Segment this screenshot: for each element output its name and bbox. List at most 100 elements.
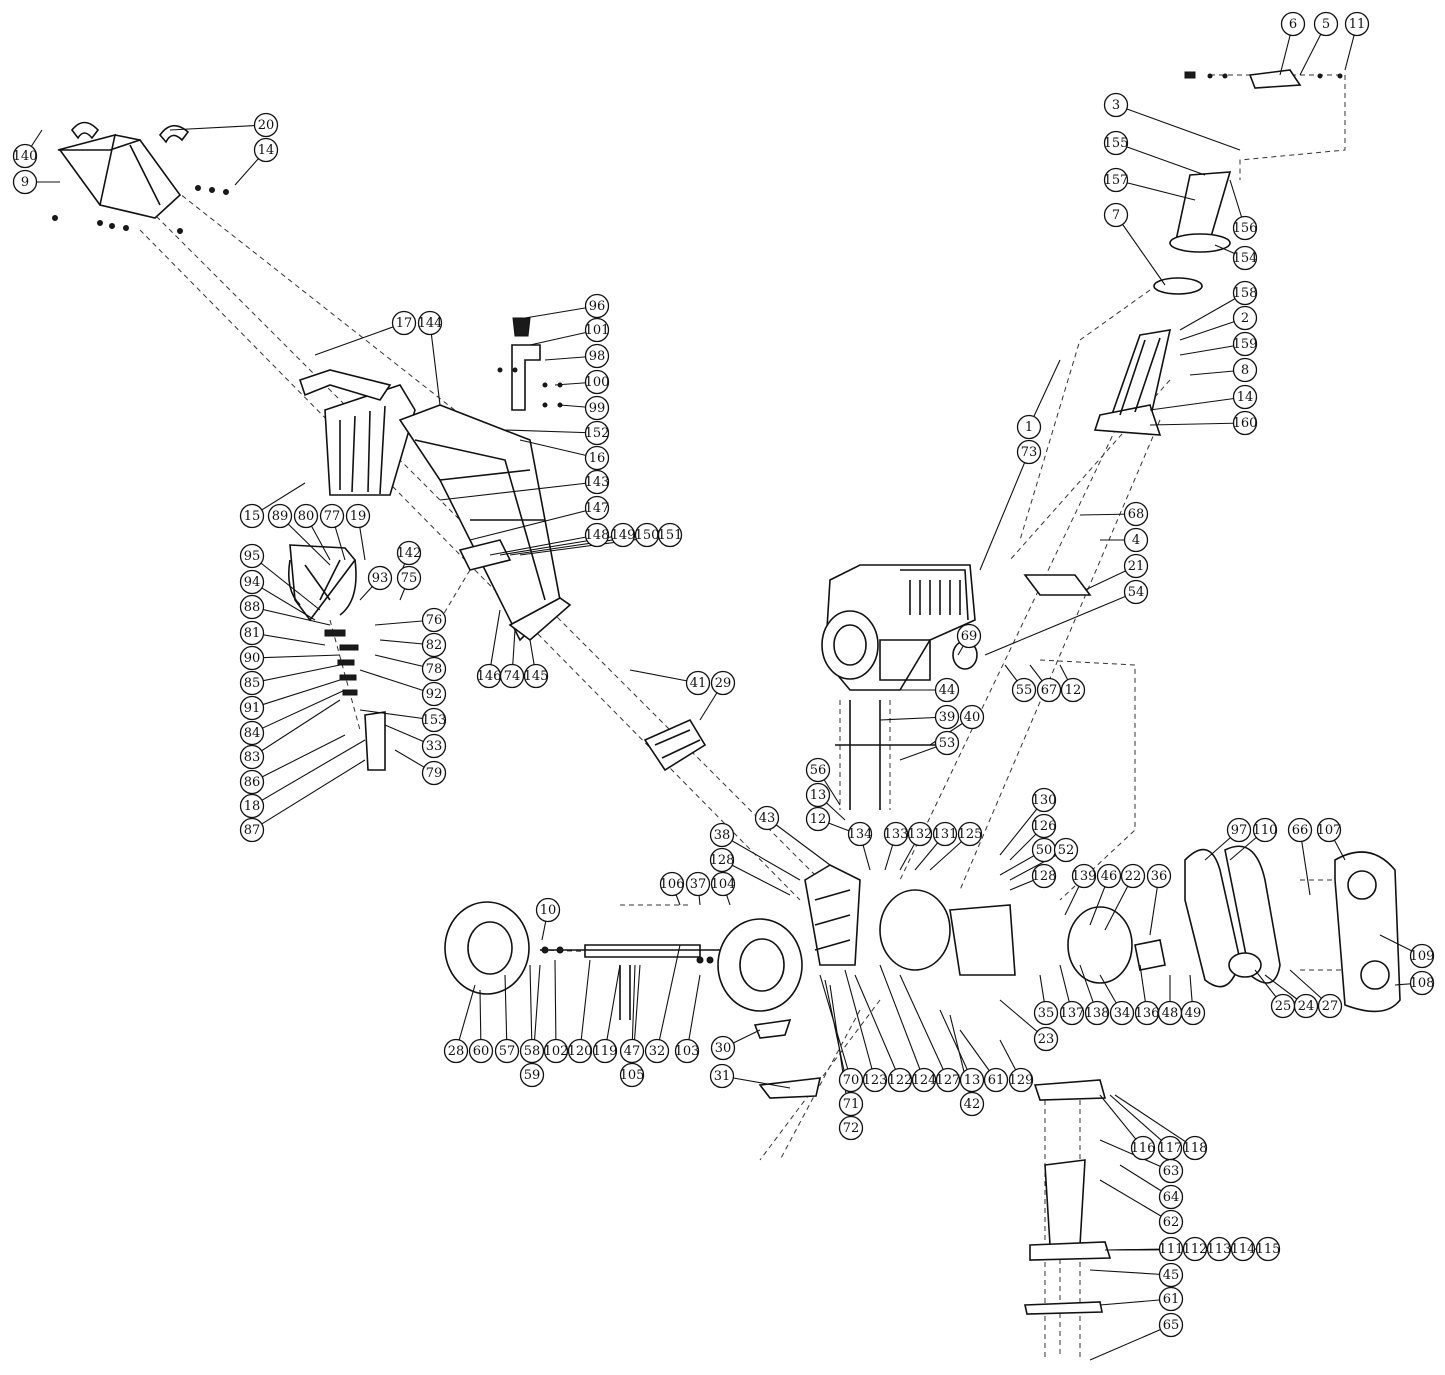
callout-circle	[584, 495, 610, 521]
part-callout-balloon: 12	[1060, 677, 1086, 703]
callout-circle	[1103, 167, 1129, 193]
part-callout-balloon: 123	[863, 1067, 888, 1093]
callout-circle	[911, 1067, 937, 1093]
callout-number: 54	[1128, 585, 1145, 600]
callout-number: 61	[988, 1073, 1005, 1088]
part-callout-balloon: 34	[1109, 1000, 1135, 1026]
callout-number: 69	[961, 629, 978, 644]
callout-number: 98	[589, 349, 606, 364]
callout-circle	[239, 670, 265, 696]
callout-number: 13	[964, 1073, 981, 1088]
callout-circle	[1059, 1000, 1085, 1026]
callout-number: 66	[1292, 823, 1309, 838]
part-callout-balloon: 29	[710, 670, 736, 696]
callout-number: 122	[888, 1073, 913, 1088]
callout-circle	[1011, 677, 1037, 703]
part-callout-balloon: 150	[635, 522, 659, 548]
callout-number: 81	[244, 626, 261, 641]
leader-line	[439, 481, 598, 501]
callout-circle	[543, 1038, 569, 1064]
callout-number: 25	[1275, 999, 1292, 1014]
callout-circle	[367, 565, 393, 591]
part-callout-balloon: 10	[535, 897, 561, 923]
callout-number: 103	[675, 1044, 700, 1059]
callout-circle	[619, 1062, 645, 1088]
leader-line	[251, 739, 366, 807]
callout-number: 75	[401, 571, 418, 586]
callout-circle	[1232, 357, 1258, 383]
callout-circle	[1146, 863, 1172, 889]
callout-number: 123	[863, 1073, 888, 1088]
part-callout-balloon: 49	[1180, 1000, 1206, 1026]
part-callout-balloon: 30	[710, 1035, 736, 1061]
callout-number: 10	[540, 903, 557, 918]
callout-number: 14	[1237, 390, 1254, 405]
part-callout-balloon: 42	[959, 1091, 985, 1117]
callout-number: 79	[426, 766, 443, 781]
part-callout-balloon: 85	[239, 670, 265, 696]
part-callout-balloon: 28	[443, 1038, 469, 1064]
callout-circle	[239, 720, 265, 746]
part-callout-balloon: 53	[934, 730, 960, 756]
part-callout-balloon: 41	[685, 670, 711, 696]
callout-circle	[805, 806, 831, 832]
callout-circle	[644, 1038, 670, 1064]
callout-circle	[1409, 970, 1435, 996]
part-callout-balloon: 37	[685, 871, 711, 897]
callout-circle	[1123, 579, 1149, 605]
leader-line	[1115, 214, 1166, 286]
part-callout-balloon: 112	[1183, 1236, 1207, 1262]
callout-circle	[443, 1038, 469, 1064]
callout-number: 124	[912, 1073, 937, 1088]
leader-line	[1114, 1094, 1196, 1149]
leader-line	[251, 555, 321, 611]
callout-circle	[838, 1115, 864, 1141]
part-callout-balloon: 99	[584, 395, 610, 421]
leader-line	[1115, 142, 1206, 176]
callout-number: 72	[843, 1121, 860, 1136]
callout-number: 55	[1016, 683, 1033, 698]
callout-number: 50	[1036, 843, 1053, 858]
callout-circle	[584, 522, 610, 548]
callout-circle	[1409, 943, 1435, 969]
leader-line	[524, 305, 598, 319]
callout-number: 138	[1085, 1006, 1110, 1021]
callout-circle	[1123, 553, 1149, 579]
part-callout-balloon: 61	[983, 1067, 1009, 1093]
callout-number: 107	[1317, 823, 1342, 838]
part-callout-balloon: 56	[805, 757, 831, 783]
part-callout-balloon: 128	[1032, 863, 1056, 889]
callout-number: 144	[418, 316, 443, 331]
callout-number: 73	[1021, 445, 1038, 460]
callout-circle	[619, 1038, 645, 1064]
leader-line	[359, 709, 435, 721]
callout-number: 30	[715, 1041, 732, 1056]
leader-line	[1089, 1324, 1172, 1361]
part-callout-balloon: 115	[1256, 1236, 1280, 1262]
callout-number: 142	[397, 546, 422, 561]
leader-line	[721, 834, 801, 881]
callout-number: 13	[810, 788, 827, 803]
callout-circle	[1130, 1135, 1156, 1161]
belt-drive-part	[1184, 845, 1401, 1013]
callout-circle	[494, 1038, 520, 1064]
callout-circle	[12, 143, 38, 169]
part-callout-balloon: 125	[958, 821, 982, 847]
part-callout-balloon: 118	[1183, 1135, 1207, 1161]
callout-circle	[709, 1063, 735, 1089]
engine-part	[821, 564, 978, 810]
part-callout-balloon: 154	[1233, 245, 1257, 271]
callout-circle	[253, 137, 279, 163]
part-callout-balloon: 106	[660, 871, 684, 897]
part-callout-balloon: 74	[499, 663, 525, 689]
callout-number: 128	[710, 853, 735, 868]
part-callout-balloon: 136	[1135, 1000, 1159, 1026]
part-callout-balloon: 128	[710, 847, 735, 873]
callout-number: 16	[589, 451, 606, 466]
callout-circle	[1230, 1236, 1256, 1262]
part-callout-balloon: 124	[911, 1067, 937, 1093]
stand-leg-part	[753, 1019, 1112, 1315]
callout-number: 56	[810, 763, 827, 778]
callout-number: 63	[1163, 1164, 1180, 1179]
